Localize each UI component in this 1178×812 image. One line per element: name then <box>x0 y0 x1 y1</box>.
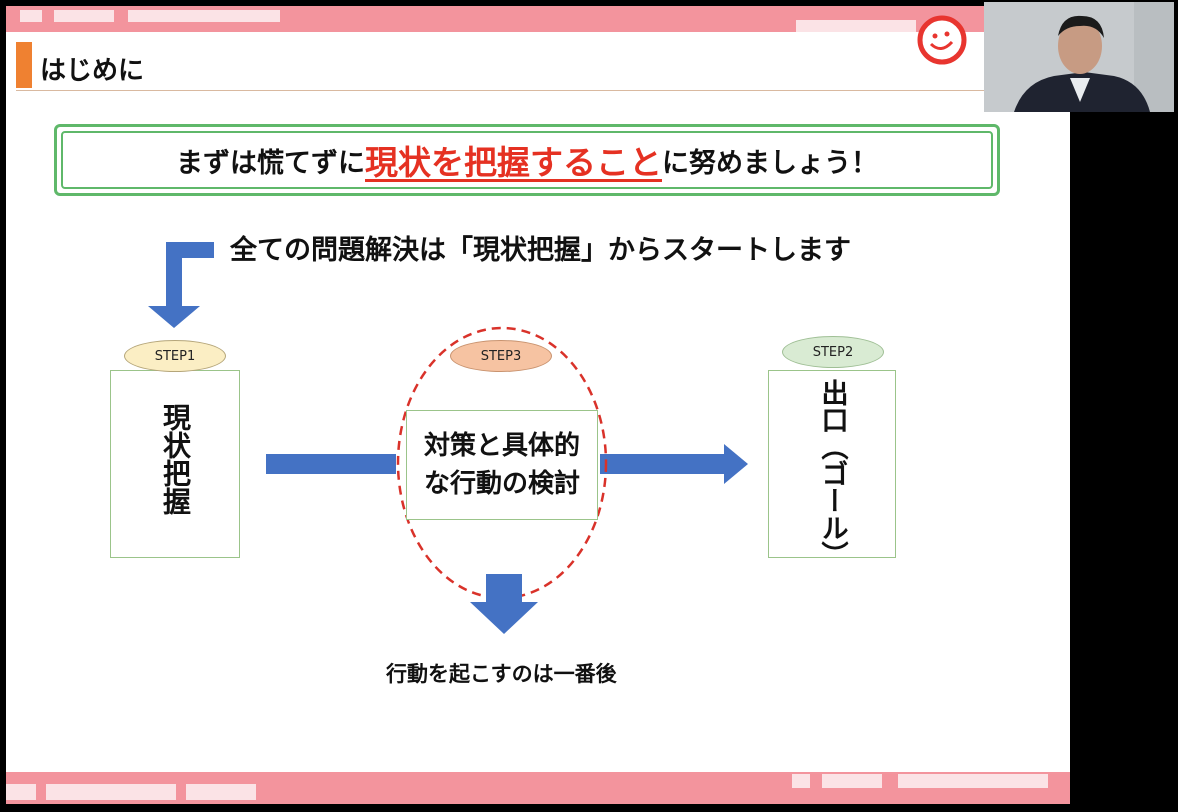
person-video-icon <box>984 2 1174 112</box>
banner-prefix: まずは慌てずに <box>176 141 365 180</box>
banner-inner: まずは慌てずに 現状を把握すること に努めましょう！ <box>61 131 993 189</box>
webcam-feed <box>984 2 1174 112</box>
step3-line2: な行動の検討 <box>424 465 580 503</box>
footer-note: 行動を起こすのは一番後 <box>386 658 617 688</box>
decor-tile <box>792 774 810 788</box>
step2-label: STEP2 <box>782 336 884 368</box>
step1-text: 現状把握 <box>155 403 195 515</box>
step1-label: STEP1 <box>124 340 226 372</box>
decor-tile <box>898 774 1048 788</box>
bent-down-arrow-icon <box>144 236 224 332</box>
step2-box: 出口（ゴール） <box>768 370 896 558</box>
decor-tile <box>54 10 114 22</box>
decor-tile <box>186 784 256 800</box>
decor-tile <box>128 10 280 22</box>
title-accent-bar <box>16 42 32 88</box>
decor-tile <box>796 20 916 32</box>
lead-statement: 全ての問題解決は「現状把握」からスタートします <box>230 228 851 267</box>
step3-label: STEP3 <box>450 340 552 372</box>
decor-tile <box>46 784 176 800</box>
banner-suffix: に努めましょう！ <box>662 141 878 180</box>
down-arrow-icon <box>468 572 540 638</box>
step1-box: 現状把握 <box>110 370 240 558</box>
decor-tile <box>6 784 36 800</box>
key-message-banner: まずは慌てずに 現状を把握すること に努めましょう！ <box>54 124 1000 196</box>
slide-title: はじめに <box>40 50 144 87</box>
step2-text: 出口（ゴール） <box>813 379 852 557</box>
decor-tile <box>822 774 882 788</box>
presentation-slide: はじめに まずは慌てずに 現状を把握すること に努めましょう！ 全ての問題解決は… <box>6 6 1070 804</box>
step3-line1: 対策と具体的 <box>424 427 580 465</box>
top-decor-band <box>6 6 1070 32</box>
step3-box: 対策と具体的 な行動の検討 <box>406 410 598 520</box>
bottom-decor-band <box>6 772 1070 804</box>
decor-tile <box>20 10 42 22</box>
slide-title-bar: はじめに <box>16 40 1016 91</box>
banner-highlight: 現状を把握すること <box>365 136 662 184</box>
